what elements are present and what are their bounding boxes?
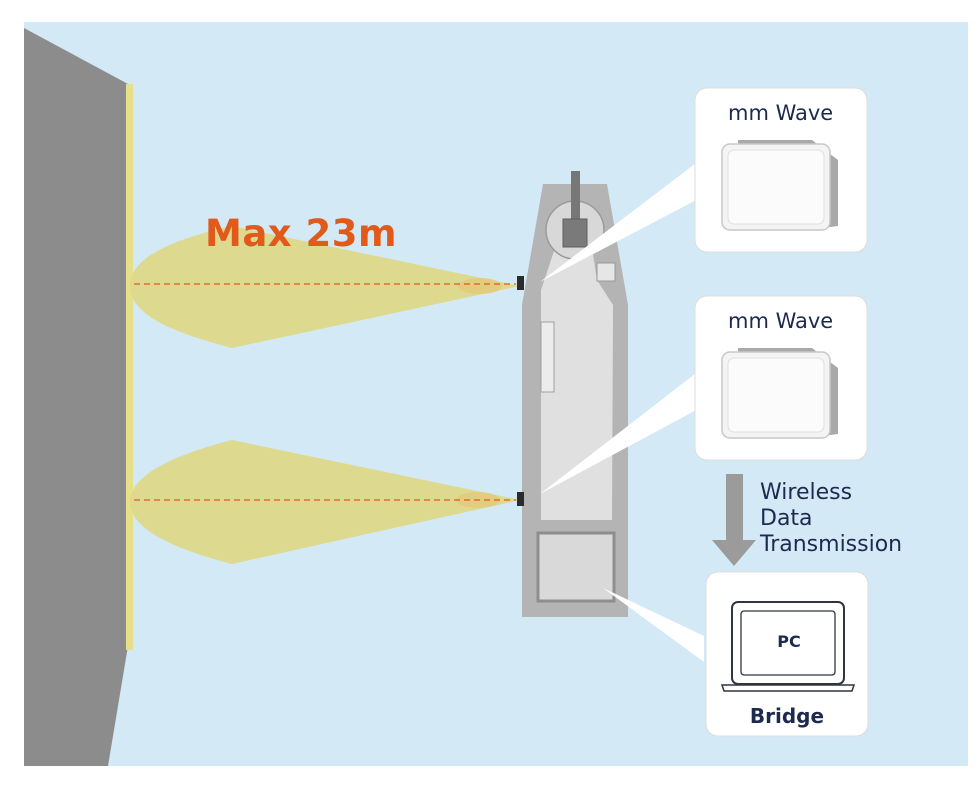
laptop-icon	[720, 601, 856, 692]
ship-bridge	[536, 531, 616, 603]
radar-beam-bottom	[130, 440, 520, 564]
callout-pointer-middle	[540, 370, 700, 494]
down-arrow-icon	[712, 474, 756, 566]
quay-wall	[24, 28, 128, 766]
mmwave-sensor-icon	[721, 140, 838, 231]
transmission-label-line-2: Data	[760, 506, 813, 531]
bridge-label: Bridge	[749, 704, 825, 728]
sensor-mount-bottom	[517, 492, 524, 506]
transmission-label-line-3: Transmission	[760, 532, 903, 557]
sensor-label-bottom: mm Wave	[728, 309, 834, 333]
ship-mast	[571, 171, 580, 219]
callout-pointer-bottom	[603, 588, 704, 662]
pc-label: PC	[777, 632, 801, 651]
ship-winch	[562, 218, 588, 248]
transmission-label-line-1: Wireless	[760, 480, 853, 505]
sensor-mount-top	[517, 276, 524, 290]
ship-hatch	[596, 262, 616, 282]
radar-beam-top	[130, 226, 520, 348]
ship-side-panel	[540, 321, 555, 393]
fender-strip	[126, 84, 133, 650]
sensor-label-top: mm Wave	[728, 101, 834, 125]
beam-focus-top	[458, 278, 502, 294]
mmwave-sensor-icon	[721, 348, 838, 439]
callout-pointer-top	[540, 160, 700, 282]
max-range-label: Max 23m	[205, 212, 398, 255]
